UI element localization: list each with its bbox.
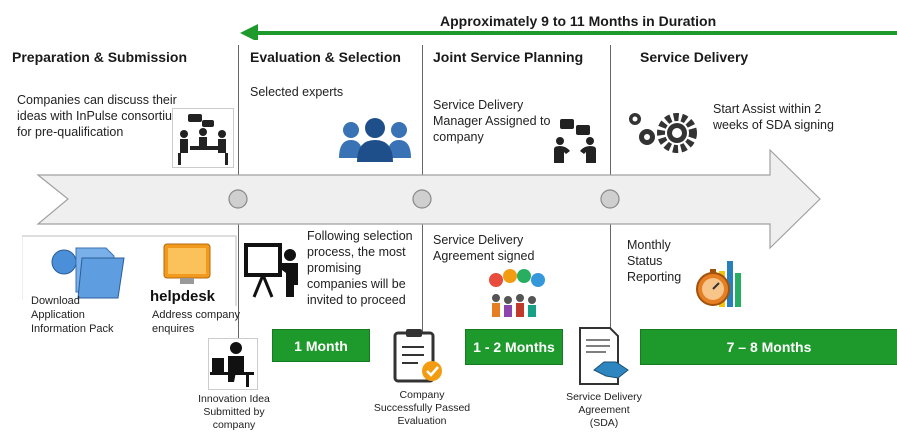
download-text: Download Application Information Pack	[31, 295, 114, 335]
agreement-handshake-icon	[579, 327, 629, 385]
globe-folder-icon	[51, 247, 125, 299]
sda-signed-text: Service Delivery Agreement signed	[433, 233, 535, 263]
timeline-arrow	[36, 148, 821, 250]
phase-title-joint: Joint Service Planning	[433, 49, 584, 65]
discussion-icon	[554, 119, 596, 163]
team-gears-icon	[489, 269, 545, 317]
joint-description: Service Delivery Manager Assigned to com…	[433, 98, 551, 144]
duration-1-month: 1 Month	[272, 329, 370, 362]
duration-7-8-months: 7 – 8 Months	[640, 329, 897, 365]
person-at-computer-icon	[208, 338, 258, 390]
duration-1-2-months: 1 - 2 Months	[465, 329, 563, 365]
duration-arrow	[240, 24, 897, 40]
download-panel	[22, 235, 237, 306]
delivery-description: Start Assist within 2 weeks of SDA signi…	[713, 102, 834, 132]
helpdesk-logo: helpdesk	[150, 288, 216, 305]
milestone-sda: Service Delivery Agreement (SDA)	[566, 391, 642, 429]
experts-group-icon	[339, 118, 411, 162]
eval-description: Selected experts	[250, 85, 344, 99]
helpdesk-text: Address company enquires	[152, 309, 241, 335]
phase-title-evaluation: Evaluation & Selection	[250, 49, 401, 65]
phase-title-delivery: Service Delivery	[640, 49, 749, 65]
prep-description: Companies can discuss their ideas with I…	[17, 93, 183, 139]
gears-icon	[629, 113, 697, 153]
checklist-icon	[393, 329, 442, 383]
milestone-passed-evaluation: Company Successfully Passed Evaluation	[373, 389, 471, 427]
meeting-icon	[172, 108, 234, 168]
presentation-icon	[244, 243, 298, 298]
milestone-idea-submitted: Innovation Idea Submitted by company	[198, 393, 270, 431]
phase-title-preparation: Preparation & Submission	[12, 49, 188, 65]
monthly-report-text: Monthly Status Reporting	[627, 238, 682, 284]
selection-text: Following selection process, the most pr…	[307, 229, 413, 307]
duration-banner: Approximately 9 to 11 Months in Duration	[440, 13, 717, 29]
helpdesk-computer-icon	[163, 243, 211, 284]
stopwatch-chart-icon	[696, 261, 741, 307]
